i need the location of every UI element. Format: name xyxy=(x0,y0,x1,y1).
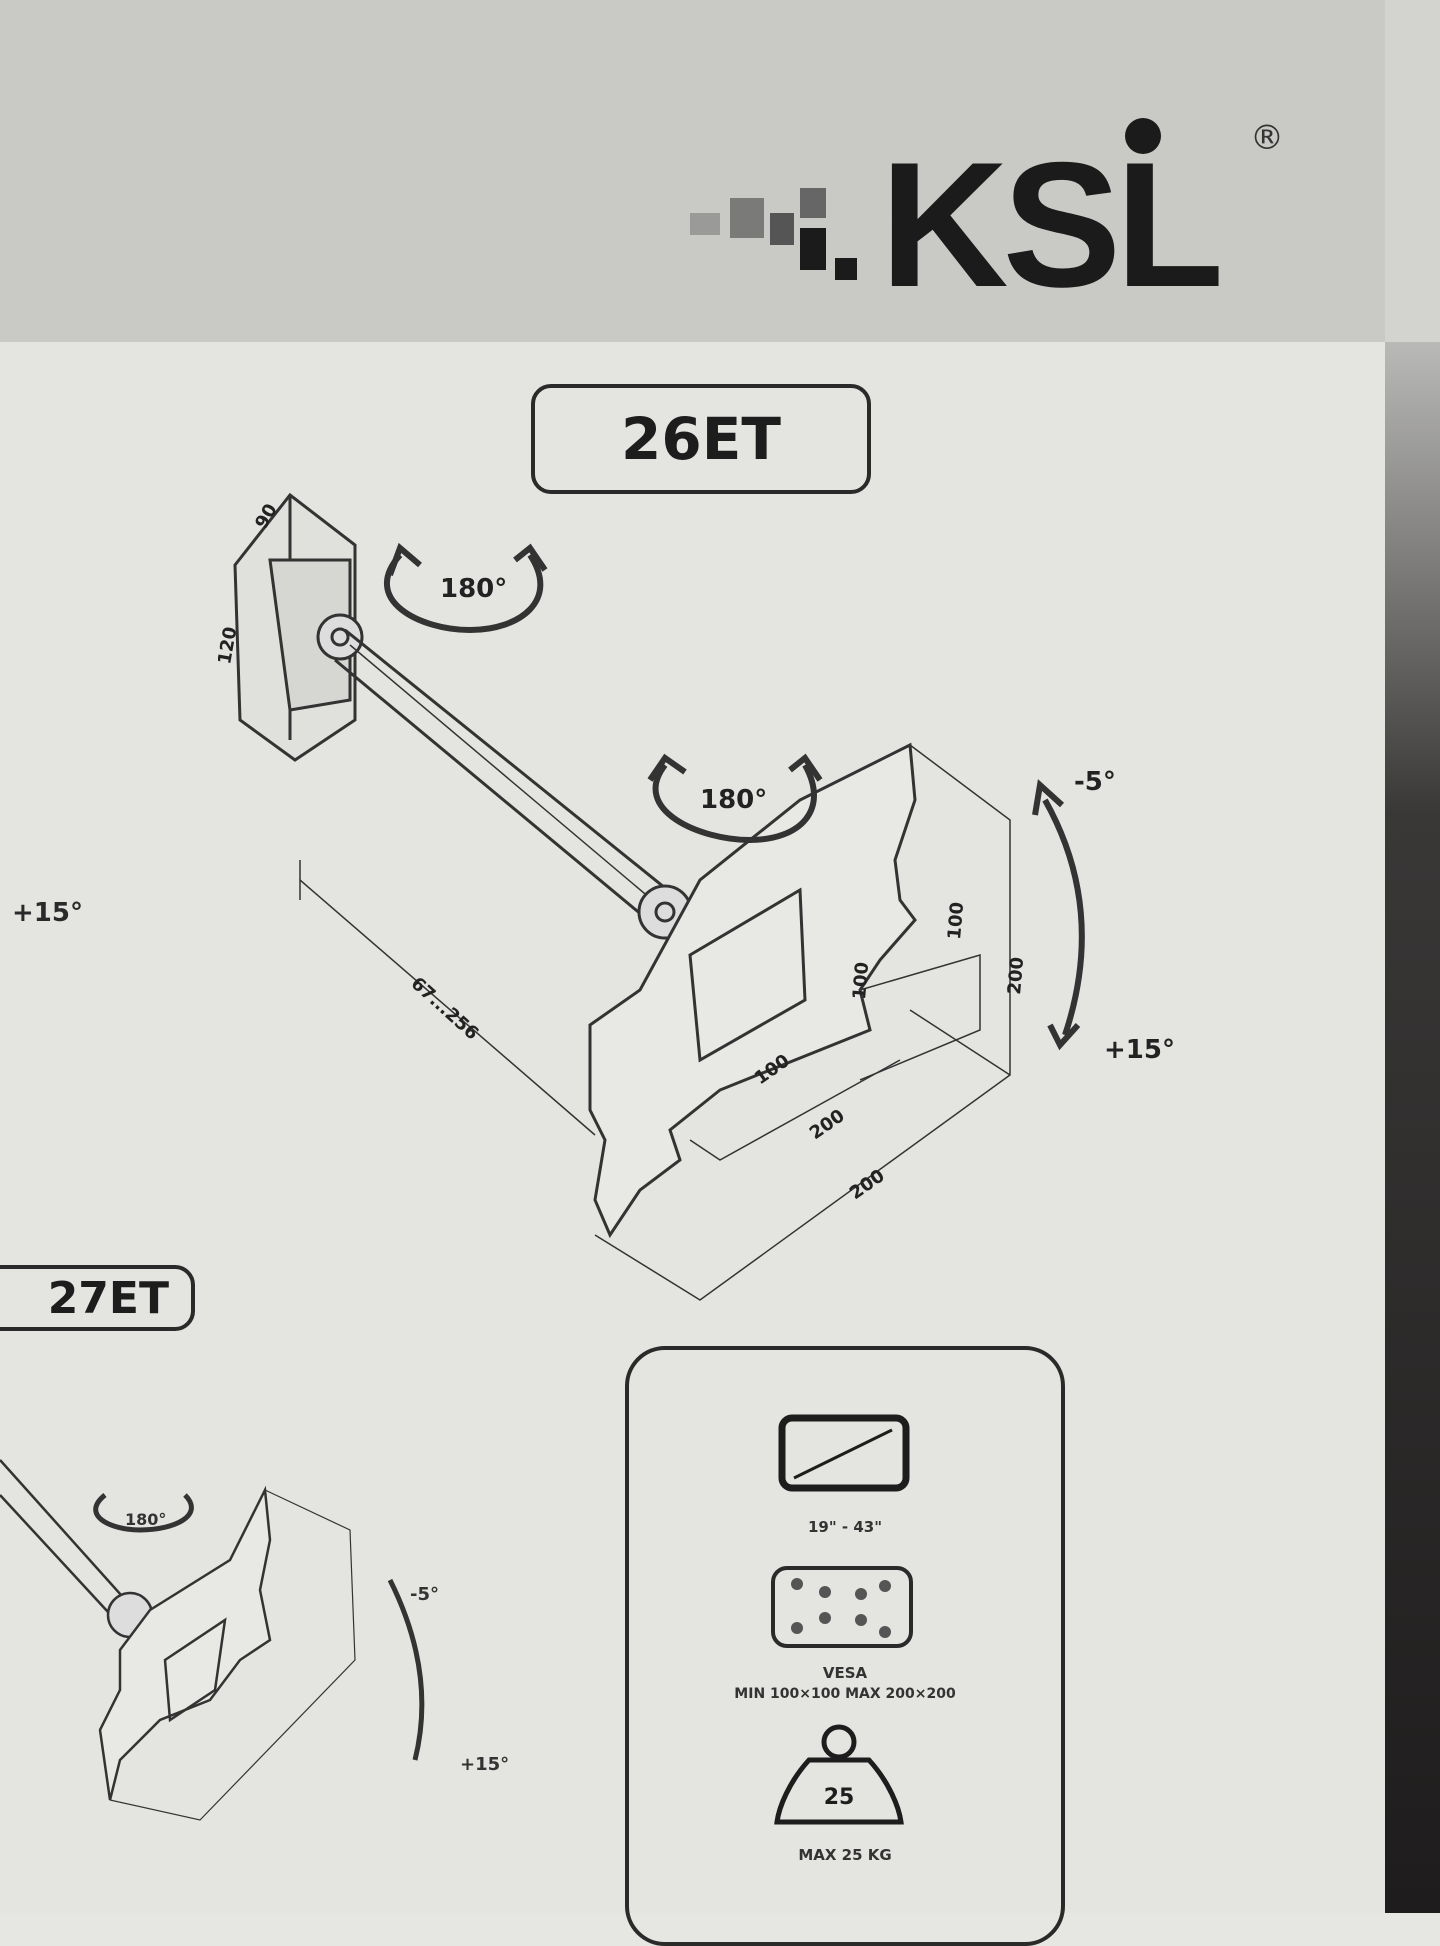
tilt-up-label: -5° xyxy=(1074,767,1116,797)
rotation-label: 180° xyxy=(440,574,507,604)
dimension-label: 67...256 xyxy=(407,973,483,1044)
weight-value: 25 xyxy=(824,1785,855,1810)
tilt-down-label: +15° xyxy=(460,1754,509,1775)
registered-mark: ® xyxy=(1250,118,1284,158)
max-load-label: MAX 25 KG xyxy=(798,1846,892,1864)
dimension-label: 200 xyxy=(846,1165,889,1204)
logo-square xyxy=(730,198,764,238)
rotate-180-arrow-wall xyxy=(383,542,548,634)
rotation-label: 180° xyxy=(125,1510,166,1529)
vesa-icon xyxy=(771,1566,913,1648)
vesa-title: VESA xyxy=(822,1664,868,1682)
model-label-26et: 26ET xyxy=(531,384,871,494)
wall-plate xyxy=(233,492,364,762)
background-wall xyxy=(1385,0,1440,342)
logo-square xyxy=(770,213,794,245)
dark-background xyxy=(1385,342,1440,1913)
screen-size-icon xyxy=(778,1414,910,1492)
logo-dot xyxy=(1125,118,1161,154)
tilt-arrow xyxy=(1032,779,1085,1051)
dimension-label: 200 xyxy=(806,1105,849,1144)
rotation-label: 180° xyxy=(700,785,767,815)
dimension-label: 100 xyxy=(849,961,873,1000)
ksl-logo: KSL ® xyxy=(670,118,1290,314)
box-top-band xyxy=(0,0,1385,342)
tilt-up-label: -5° xyxy=(410,1584,439,1605)
logo-square xyxy=(800,188,826,218)
screen-size-label: 19" - 43" xyxy=(807,1518,883,1536)
logo-square xyxy=(800,228,826,270)
rotate-180-arrow-head xyxy=(647,753,823,844)
dimension-label: 100 xyxy=(944,901,968,940)
dimension-label: 200 xyxy=(1004,956,1028,995)
vesa-plate xyxy=(299,742,1011,1301)
extension-arm xyxy=(334,628,693,940)
logo-text: KSL xyxy=(880,125,1224,324)
model-label-27et: 27ET xyxy=(0,1265,195,1331)
diagram-27et xyxy=(0,1459,425,1821)
weight-icon: 25 xyxy=(774,1724,904,1825)
tilt-label-left: +15° xyxy=(12,898,83,928)
logo-square xyxy=(690,213,720,235)
vesa-range: MIN 100×100 MAX 200×200 xyxy=(734,1686,956,1702)
tilt-down-label: +15° xyxy=(1104,1035,1175,1065)
specs-panel: 19" - 43" VESA MIN 100×100 MAX 200×200 2… xyxy=(625,1346,1065,1946)
logo-square xyxy=(835,258,857,280)
